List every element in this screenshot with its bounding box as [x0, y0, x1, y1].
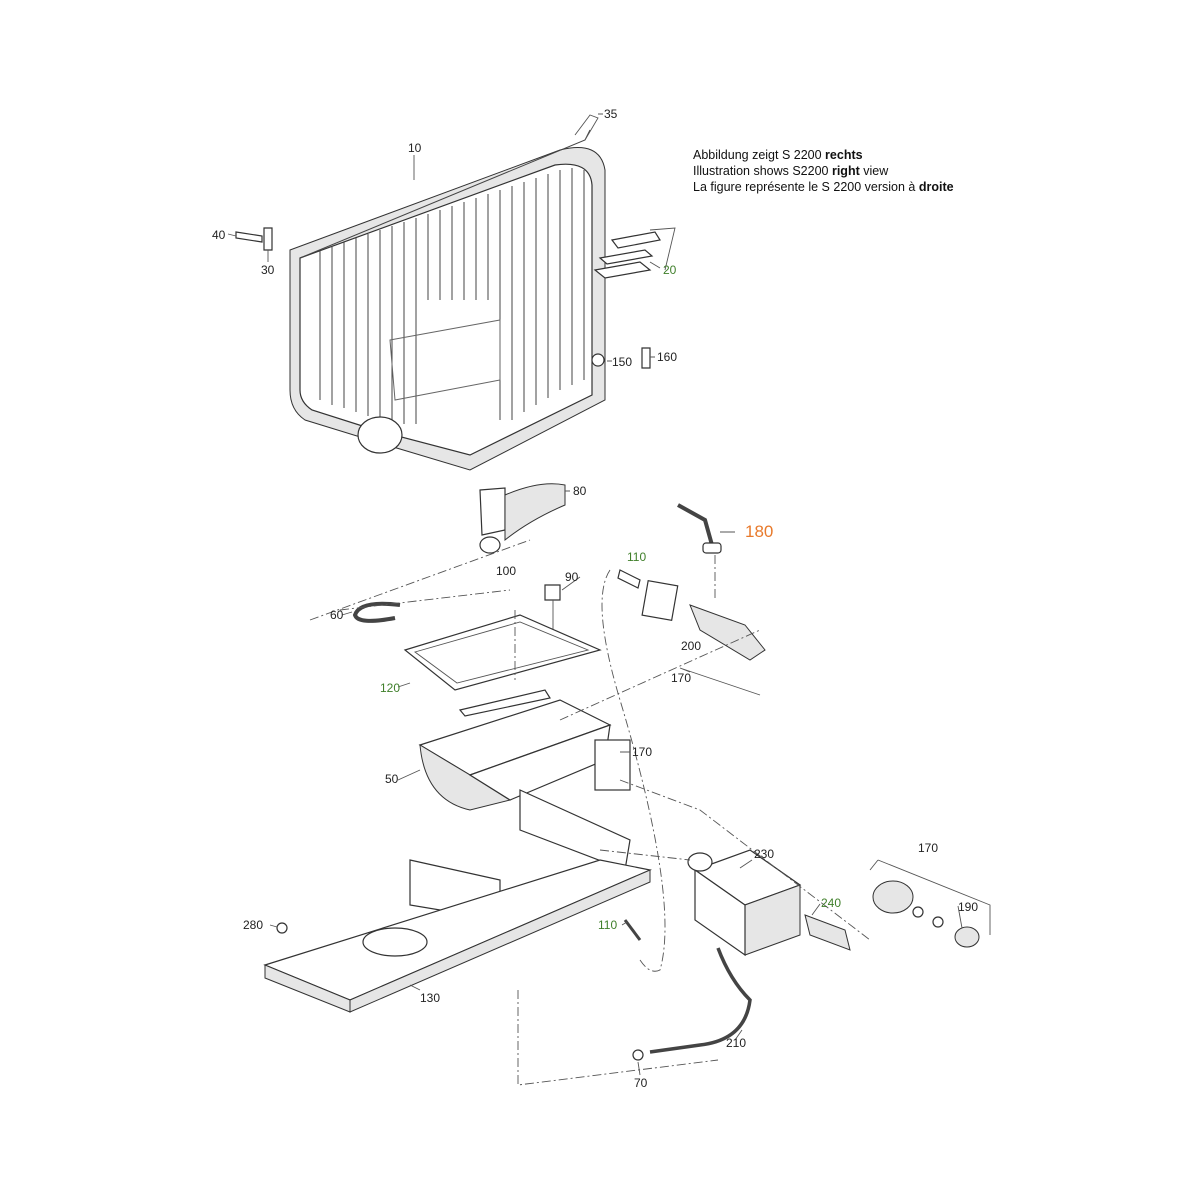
- part-label-80: 80: [573, 484, 587, 498]
- knob-ring: [872, 880, 914, 914]
- part-label-70: 70: [634, 1076, 648, 1090]
- part-label-35: 35: [604, 107, 618, 121]
- caption-bold: rechts: [825, 148, 863, 162]
- part-label-30: 30: [261, 263, 275, 277]
- burner-head-80: [479, 483, 566, 554]
- caption-text: Abbildung zeigt S 2200: [693, 148, 826, 162]
- caption-text: Illustration shows S2200: [693, 164, 832, 178]
- igniter-240: [804, 914, 851, 951]
- part-label-130: 130: [420, 991, 441, 1005]
- part-label-120: 120: [380, 681, 401, 695]
- part-label-190: 190: [958, 900, 979, 914]
- nut-150: [591, 353, 605, 367]
- clip-30: [263, 227, 273, 251]
- pipe-60: [352, 601, 401, 623]
- caption-bold: right: [831, 164, 860, 178]
- gas-valve-170: [617, 569, 766, 661]
- caption-line-de: Abbildung zeigt S 2200 rechts: [693, 147, 954, 163]
- part-label-60: 60: [330, 608, 344, 622]
- part-label-170-bracket: 170: [632, 745, 653, 759]
- screw-280: [276, 922, 288, 934]
- part-label-160: 160: [657, 350, 678, 364]
- gasket-120: [403, 614, 602, 691]
- part-label-280: 280: [243, 918, 264, 932]
- part-label-170-knob: 170: [918, 841, 939, 855]
- base-plate-130: [263, 859, 652, 1013]
- caption-tail: view: [859, 164, 889, 178]
- screw-160: [641, 347, 651, 369]
- screw-40: [235, 231, 263, 243]
- bracket-20: [593, 227, 676, 279]
- part-label-110-top: 110: [627, 550, 647, 564]
- electrode-90: [544, 584, 561, 601]
- caption-line-en: Illustration shows S2200 right view: [693, 163, 954, 179]
- caption-bold: droite: [918, 180, 954, 194]
- part-label-180: 180: [745, 522, 774, 541]
- part-label-90: 90: [565, 570, 579, 584]
- part-label-230: 230: [754, 847, 775, 861]
- part-label-50: 50: [385, 772, 399, 786]
- burner-tray-50: [418, 699, 631, 811]
- housing-230: [687, 849, 802, 957]
- heat-exchanger: [289, 114, 606, 471]
- part-label-210: 210: [726, 1036, 747, 1050]
- part-label-110-bottom: 110: [598, 918, 618, 932]
- gas-pipe-180: [677, 503, 714, 546]
- knob-190: [954, 926, 980, 948]
- caption: Abbildung zeigt S 2200 rechts Illustrati…: [693, 147, 954, 195]
- part-label-240: 240: [821, 896, 842, 910]
- part-label-100: 100: [496, 564, 517, 578]
- frame: [519, 789, 631, 871]
- part-label-40: 40: [212, 228, 226, 242]
- pipe-210: [649, 947, 752, 1054]
- part-label-170-valve: 170: [671, 671, 692, 685]
- washer-70: [632, 1049, 644, 1061]
- part-label-200: 200: [681, 639, 702, 653]
- pipe-nut: [702, 542, 722, 554]
- caption-line-fr: La figure représente le S 2200 version à…: [693, 179, 954, 195]
- part-label-150: 150: [612, 355, 633, 369]
- part-label-20: 20: [663, 263, 677, 277]
- part-label-10: 10: [408, 141, 422, 155]
- thermocouple-110: [623, 919, 642, 941]
- caption-text: La figure représente le S 2200 version à: [693, 180, 919, 194]
